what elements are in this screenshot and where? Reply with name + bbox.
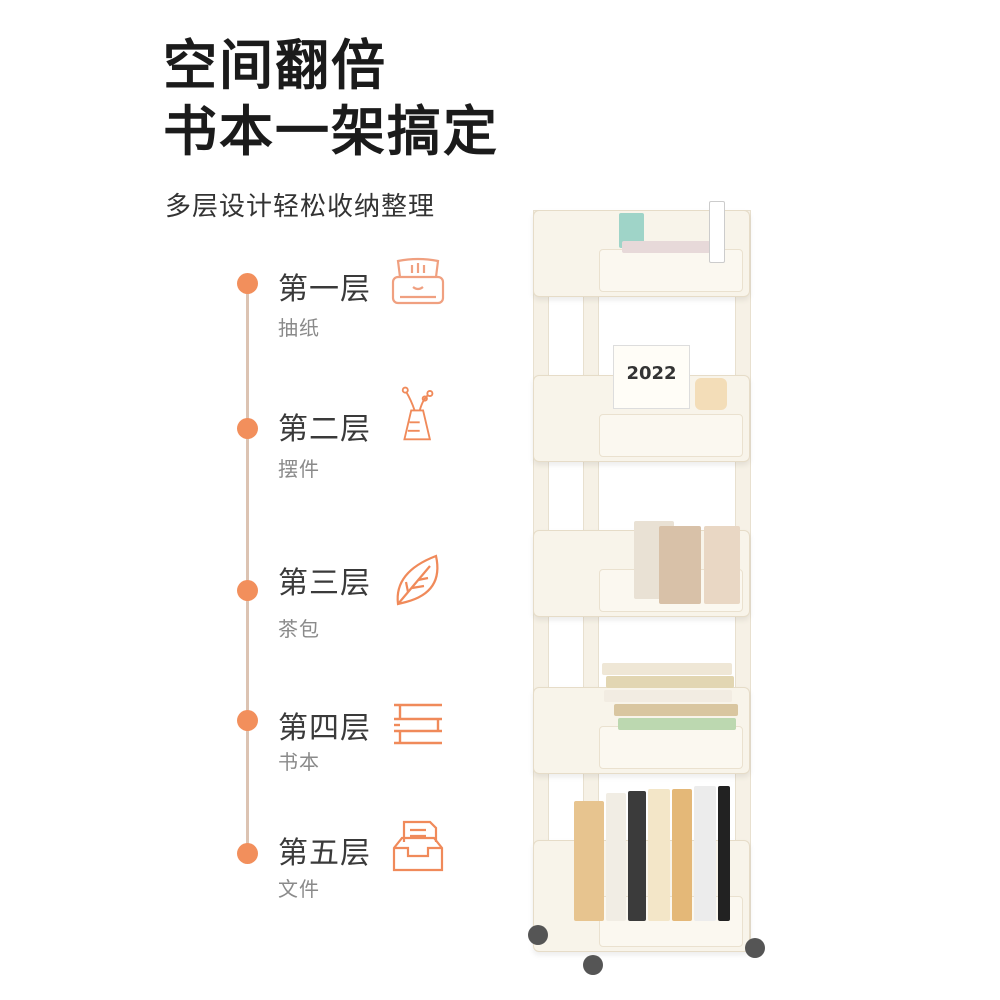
tier-3-subtitle: 茶包: [278, 617, 320, 641]
shelf-basket-1: [533, 201, 750, 297]
rolling-shelf-cart-image: 2022: [525, 200, 765, 980]
tier-2-subtitle: 摆件: [278, 457, 320, 481]
shelf-basket-3: [533, 521, 750, 617]
shelf-basket-5: [533, 786, 750, 952]
book-stack-icon: [394, 703, 442, 745]
timeline-line: [246, 283, 249, 855]
calendar: 2022: [613, 345, 690, 409]
timeline-dot: [237, 273, 258, 294]
tier-2-title: 第二层: [278, 412, 371, 447]
subtitle: 多层设计轻松收纳整理: [165, 192, 436, 222]
headline-line2: 书本一架搞定: [163, 100, 499, 163]
timeline-dot: [237, 843, 258, 864]
tissue-box-icon: [391, 257, 445, 305]
tier-3-title: 第三层: [278, 566, 371, 601]
file-tray-icon: [392, 820, 444, 872]
tier-4-title: 第四层: [278, 711, 371, 746]
caster-wheel: [745, 938, 765, 958]
shelf-basket-4: [533, 663, 750, 774]
timeline-dot: [237, 710, 258, 731]
timeline-dot: [237, 418, 258, 439]
clock: [695, 378, 727, 410]
caster-wheel: [528, 925, 548, 945]
timeline-dot: [237, 580, 258, 601]
tier-1-title: 第一层: [278, 272, 371, 307]
tier-1-subtitle: 抽纸: [278, 316, 320, 340]
leaf-icon: [396, 554, 439, 606]
tier-4-subtitle: 书本: [278, 750, 320, 774]
headline-line1: 空间翻倍: [163, 34, 387, 97]
vase-plant-icon: [401, 386, 434, 441]
tier-5-title: 第五层: [278, 836, 371, 871]
caster-wheel: [583, 955, 603, 975]
tier-5-subtitle: 文件: [278, 877, 320, 901]
